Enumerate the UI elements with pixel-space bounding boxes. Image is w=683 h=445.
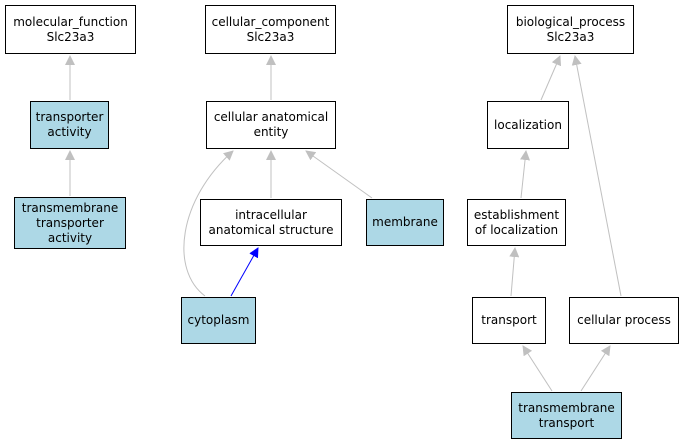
node-cellular-process[interactable]: cellular process [569, 297, 679, 344]
edge-transport-to-establishment [509, 247, 520, 297]
node-localization[interactable]: localization [487, 101, 569, 149]
edge-cytoplasm-to-intracellular-structure [230, 247, 259, 297]
node-transmembrane-transporter-activity[interactable]: transmembrane transporter activity [14, 197, 126, 249]
node-biological-process[interactable]: biological_process Slc23a3 [507, 5, 634, 54]
node-establishment-of-localization[interactable]: establishment of localization [467, 199, 566, 246]
node-transporter-activity[interactable]: transporter activity [30, 101, 109, 149]
edge-cellular-process-to-biological-process [571, 55, 622, 297]
node-transport[interactable]: transport [472, 297, 546, 344]
edge-cytoplasm-to-cellular-anatomical-entity [183, 150, 234, 297]
edge-localization-to-biological-process [540, 55, 562, 101]
edge-transmembrane-transport-to-transport [522, 345, 553, 392]
node-cellular-anatomical-entity[interactable]: cellular anatomical entity [206, 101, 336, 149]
node-cytoplasm[interactable]: cytoplasm [181, 297, 256, 344]
node-transmembrane-transport[interactable]: transmembrane transport [511, 392, 622, 439]
edge-establishment-to-localization [520, 150, 531, 199]
node-membrane[interactable]: membrane [366, 199, 444, 246]
node-intracellular-anatomical-structure[interactable]: intracellular anatomical structure [200, 199, 342, 246]
edge-membrane-to-cellular-anatomical-entity [305, 150, 373, 199]
node-molecular-function[interactable]: molecular_function Slc23a3 [5, 5, 136, 54]
edge-transmembrane-transport-to-cellular-process [580, 345, 611, 392]
node-cellular-component[interactable]: cellular_component Slc23a3 [205, 5, 336, 54]
